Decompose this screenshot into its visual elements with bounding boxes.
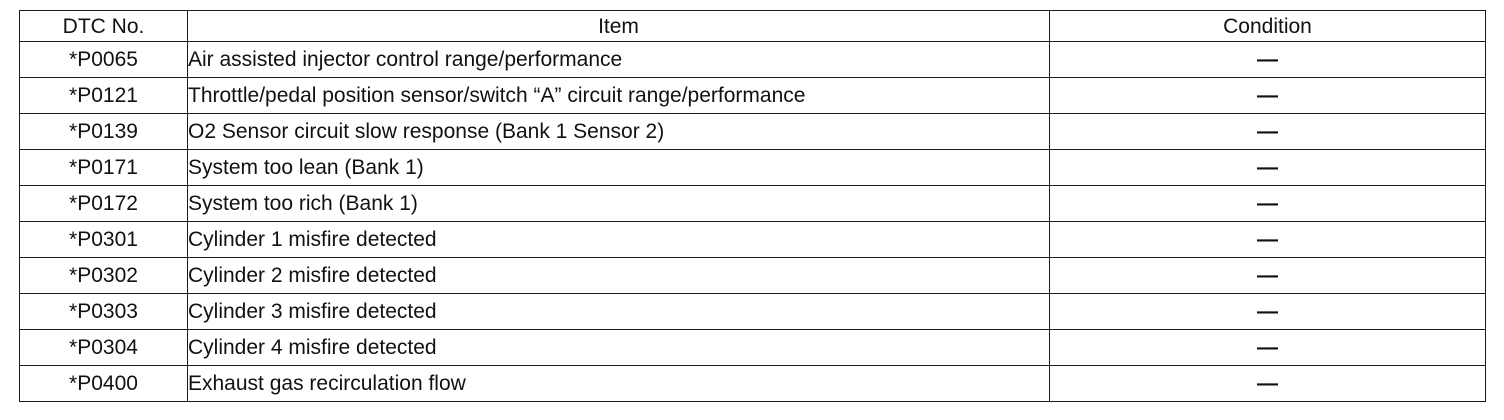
condition-cell: — [1049,257,1486,294]
dtc-code: *P0172 [19,185,188,222]
condition-cell: — [1049,113,1486,150]
condition-cell: — [1049,149,1486,186]
condition-value: — [1257,156,1278,179]
item-description: Cylinder 3 misfire detected [187,293,1050,330]
table-row: *P0121 Throttle/pedal position sensor/sw… [19,77,1486,114]
table-row: *P0400 Exhaust gas recirculation flow — [19,365,1486,402]
condition-cell: — [1049,185,1486,222]
item-description: Exhaust gas recirculation flow [187,365,1050,402]
condition-cell: — [1049,329,1486,366]
table-body: *P0065 Air assisted injector control ran… [19,41,1486,402]
condition-value: — [1257,48,1278,71]
condition-cell: — [1049,41,1486,78]
condition-value: — [1257,192,1278,215]
condition-value: — [1257,336,1278,359]
dtc-code: *P0139 [19,113,188,150]
table-header: DTC No. Item Condition [19,10,1486,42]
dtc-code: *P0301 [19,221,188,258]
dtc-code: *P0302 [19,257,188,294]
table-row: *P0139 O2 Sensor circuit slow response (… [19,113,1486,150]
table-row: *P0302 Cylinder 2 misfire detected — [19,257,1486,294]
table-row: *P0171 System too lean (Bank 1) — [19,149,1486,186]
header-row: DTC No. Item Condition [19,10,1486,42]
condition-value: — [1257,120,1278,143]
condition-cell: — [1049,293,1486,330]
dtc-code: *P0400 [19,365,188,402]
table-row: *P0304 Cylinder 4 misfire detected — [19,329,1486,366]
header-item: Item [187,10,1050,42]
condition-value: — [1257,84,1278,107]
dtc-code: *P0171 [19,149,188,186]
dtc-table: DTC No. Item Condition *P0065 Air assist… [19,10,1486,402]
header-dtc-no: DTC No. [19,10,188,42]
item-description: Cylinder 4 misfire detected [187,329,1050,366]
condition-value: — [1257,228,1278,251]
condition-cell: — [1049,77,1486,114]
condition-value: — [1257,264,1278,287]
table-row: *P0301 Cylinder 1 misfire detected — [19,221,1486,258]
item-description: Throttle/pedal position sensor/switch “A… [187,77,1050,114]
condition-cell: — [1049,365,1486,402]
condition-value: — [1257,372,1278,395]
item-description: Cylinder 2 misfire detected [187,257,1050,294]
header-condition: Condition [1049,10,1486,42]
dtc-code: *P0304 [19,329,188,366]
dtc-code: *P0303 [19,293,188,330]
dtc-code: *P0065 [19,41,188,78]
item-description: Cylinder 1 misfire detected [187,221,1050,258]
condition-value: — [1257,300,1278,323]
item-description: O2 Sensor circuit slow response (Bank 1 … [187,113,1050,150]
item-description: System too rich (Bank 1) [187,185,1050,222]
table-row: *P0065 Air assisted injector control ran… [19,41,1486,78]
item-description: System too lean (Bank 1) [187,149,1050,186]
table-row: *P0172 System too rich (Bank 1) — [19,185,1486,222]
condition-cell: — [1049,221,1486,258]
dtc-code: *P0121 [19,77,188,114]
table-row: *P0303 Cylinder 3 misfire detected — [19,293,1486,330]
item-description: Air assisted injector control range/perf… [187,41,1050,78]
